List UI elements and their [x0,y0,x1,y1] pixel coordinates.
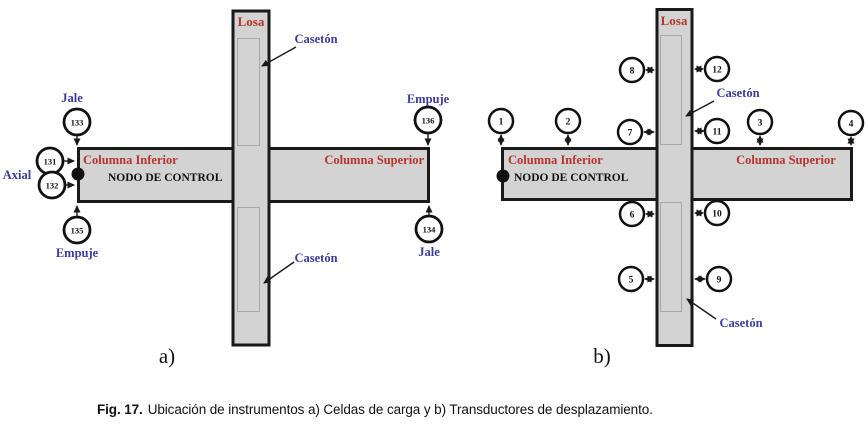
columna-inferior-label-b: Columna Inferior [508,153,603,167]
caseton-arrow-b-bottom [686,298,717,320]
transducer-7 [616,118,644,146]
load-cell-136-number: 136 [422,116,435,126]
transducer-8-number: 8 [630,67,635,77]
transducer-2 [554,107,582,135]
caseton-outline-a-bottom [237,207,260,312]
load-cell-133 [62,107,92,137]
columna-superior-label-b: Columna Superior [736,153,836,167]
transducer-3-number: 3 [758,119,763,129]
control-node-dot-b [496,169,510,183]
figure-caption-number: Fig. 17. [97,402,143,417]
load-cell-133-number: 133 [71,118,84,128]
columna-superior-label-a: Columna Superior [324,153,424,167]
caseton-arrow-b-top [685,100,715,117]
jale-label-top-left: Jale [61,91,83,105]
caseton-label-b-top: Casetón [716,86,759,100]
losa-label-b: Losa [661,13,688,28]
transducer-9 [705,265,733,293]
transducer-5-number: 5 [629,276,634,286]
panel-a: Losa Columna Inferior Columna Superior N… [3,9,450,368]
load-cell-132 [37,170,67,200]
load-cell-136 [413,105,443,135]
transducer-6 [618,200,646,228]
jale-label-bottom-right: Jale [418,245,440,259]
columna-inferior-label-a: Columna Inferior [83,153,178,167]
slab-b [655,8,694,347]
transducer-4 [837,109,865,137]
transducer-6-number: 6 [630,211,635,221]
figure-caption: Fig. 17. Ubicación de instrumentos a) Cel… [97,402,797,417]
transducer-5 [617,265,645,293]
losa-label-a: Losa [238,14,265,29]
nodo-control-label-b: NODO DE CONTROL [514,172,629,184]
control-node-dot-a [71,167,85,181]
axial-label: Axial [3,168,32,182]
caseton-label-a-bottom: Casetón [294,251,337,265]
nodo-control-label-a: NODO DE CONTROL [108,172,223,184]
transducer-8 [618,56,646,84]
load-cell-132-number: 132 [46,181,59,191]
transducer-11 [703,117,731,145]
load-cell-135 [62,215,92,245]
transducer-10 [703,199,731,227]
figure-caption-text: Ubicación de instrumentos a) Celdas de c… [147,402,653,417]
empuje-label-top-right: Empuje [407,92,450,106]
transducer-1 [487,107,515,135]
panel-a-label: a) [159,344,175,368]
transducer-4-number: 4 [849,120,854,130]
transducer-9-number: 9 [717,276,722,286]
transducer-7-number: 7 [628,129,633,139]
transducer-1-number: 1 [499,118,504,128]
panel-b: Losa Columna Inferior Columna Superior N… [487,8,865,368]
caseton-arrow-a-top [261,46,297,67]
panel-b-label: b) [593,344,611,368]
empuje-label-bottom-left: Empuje [56,246,99,260]
load-cell-131-number: 131 [44,157,57,167]
load-cell-135-number: 135 [71,226,84,236]
caseton-label-b-bottom: Casetón [719,316,762,330]
caseton-label-a-top: Casetón [294,32,337,46]
transducer-12-number: 12 [712,66,722,76]
load-cell-134 [414,214,444,244]
load-cell-134-number: 134 [423,225,437,235]
transducer-12 [703,55,731,83]
caseton-outline-b-top [660,35,682,145]
transducer-2-number: 2 [566,118,571,128]
caseton-arrow-a-bottom [263,261,295,284]
slab-a [231,9,271,347]
caseton-outline-a-top [237,38,260,146]
caseton-outline-b-bottom [660,202,682,312]
transducer-11-number: 11 [713,128,722,138]
transducer-10-number: 10 [712,210,722,220]
transducer-3 [746,108,774,136]
